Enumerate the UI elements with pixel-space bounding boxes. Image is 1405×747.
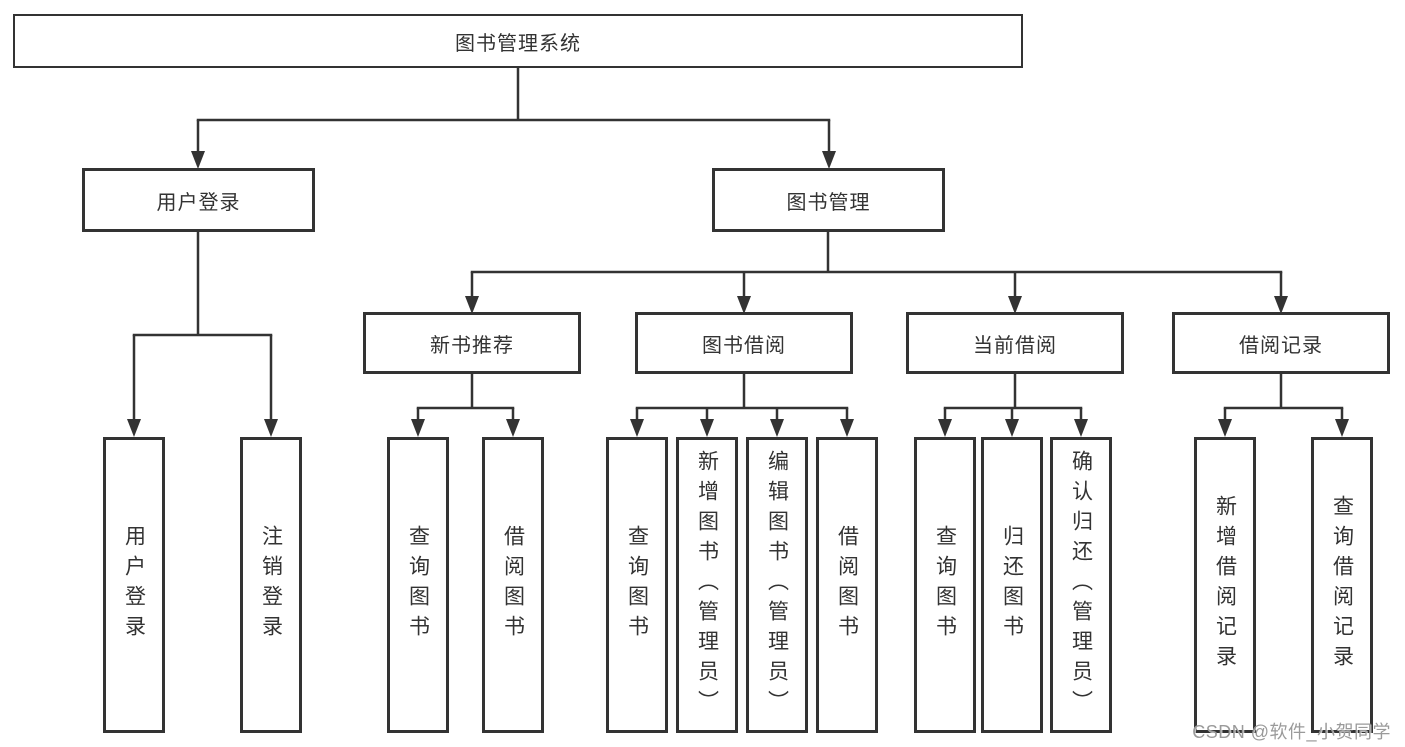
node-label: 查询图书 (406, 525, 430, 645)
node-label: 图书管理 (786, 191, 871, 214)
leaf-current-confirm-return-admin: 确认归还（管理员） (1050, 437, 1112, 733)
leaf-current-return-books: 归还图书 (981, 437, 1043, 733)
leaf-borrow-query-books: 查询图书 (606, 437, 668, 733)
node-label: 注销登录 (259, 525, 283, 645)
node-label: 新书推荐 (430, 334, 514, 357)
leaf-logout: 注销登录 (240, 437, 302, 733)
leaf-records-add-record: 新增借阅记录 (1194, 437, 1256, 733)
node-label: 用户登录 (156, 191, 241, 214)
node-label: 查询图书 (933, 525, 957, 645)
leaf-recommend-borrow-books: 借阅图书 (482, 437, 544, 733)
node-label: 新增借阅记录 (1213, 495, 1237, 675)
node-borrow-records: 借阅记录 (1172, 312, 1390, 374)
node-book-borrow: 图书借阅 (635, 312, 853, 374)
node-new-book-recommend: 新书推荐 (363, 312, 581, 374)
leaf-records-query-record: 查询借阅记录 (1311, 437, 1373, 733)
node-label: 图书借阅 (702, 334, 786, 357)
node-label: 查询借阅记录 (1330, 495, 1354, 675)
node-label: 确认归还（管理员） (1069, 450, 1093, 720)
node-label: 新增图书（管理员） (695, 450, 719, 720)
node-label: 编辑图书（管理员） (765, 450, 789, 720)
csdn-watermark: CSDN @软件_小贺同学 (1192, 722, 1391, 742)
node-label: 归还图书 (1000, 525, 1024, 645)
node-label: 图书管理系统 (455, 32, 581, 55)
leaf-borrow-borrow-books: 借阅图书 (816, 437, 878, 733)
node-label: 当前借阅 (973, 334, 1057, 357)
node-current-borrow: 当前借阅 (906, 312, 1124, 374)
node-label: 借阅记录 (1239, 334, 1323, 357)
node-label: 用户登录 (122, 525, 146, 645)
node-book-management-branch: 图书管理 (712, 168, 945, 232)
leaf-user-login: 用户登录 (103, 437, 165, 733)
leaf-recommend-query-books: 查询图书 (387, 437, 449, 733)
node-label: 查询图书 (625, 525, 649, 645)
node-root-system: 图书管理系统 (13, 14, 1023, 68)
node-label: 借阅图书 (501, 525, 525, 645)
node-user-login-branch: 用户登录 (82, 168, 315, 232)
node-label: 借阅图书 (835, 525, 859, 645)
leaf-current-query-books: 查询图书 (914, 437, 976, 733)
leaf-borrow-edit-books-admin: 编辑图书（管理员） (746, 437, 808, 733)
leaf-borrow-add-books-admin: 新增图书（管理员） (676, 437, 738, 733)
